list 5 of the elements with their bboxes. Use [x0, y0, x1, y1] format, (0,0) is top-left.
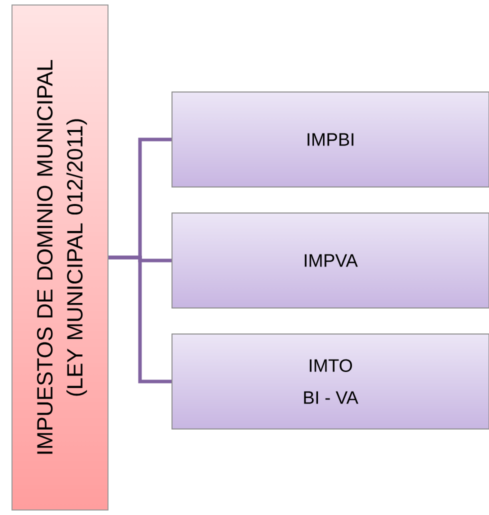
connector-line [108, 256, 172, 384]
process-box: IMPBI [172, 92, 489, 188]
category-box: IMPUESTOS DE DOMINIO MUNICIPAL (LEY MUNICIPAL 012/2011) [12, 4, 108, 510]
process-box: IMPVA [172, 212, 489, 308]
process-box: IMTO BI - VA [172, 334, 489, 430]
